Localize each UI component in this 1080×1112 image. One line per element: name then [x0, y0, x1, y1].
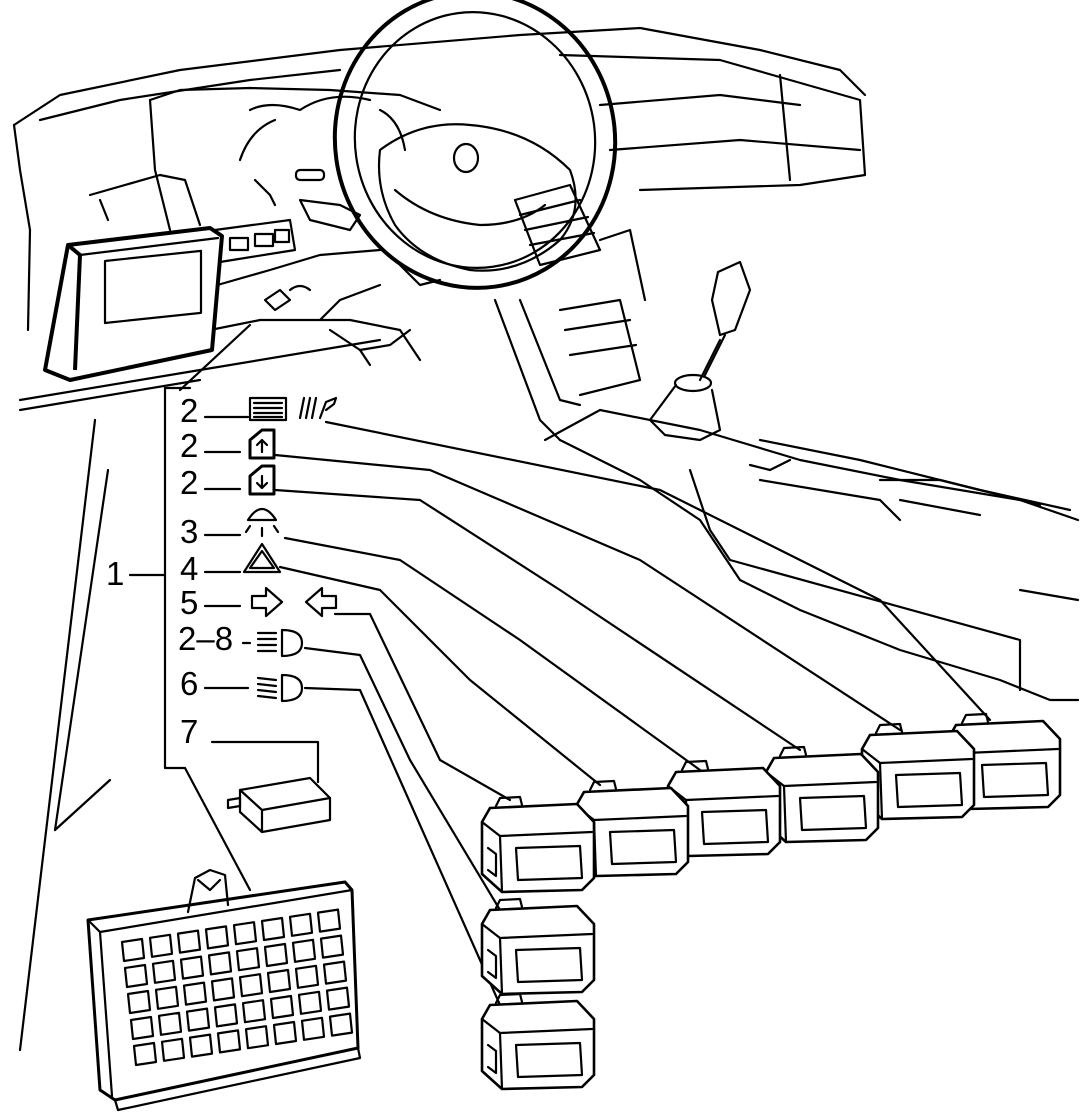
fuse-slot [132, 1041, 158, 1067]
callout-bracket [128, 386, 252, 892]
fuse-slot [154, 985, 180, 1010]
relays [480, 712, 1062, 1091]
fuse-slot [148, 933, 174, 958]
callout-7: 7 [180, 713, 198, 750]
fuse-slot [129, 1015, 155, 1041]
control-unit-module [43, 226, 224, 382]
callout-2-8: 2–8 [178, 620, 233, 657]
fuse-slot [160, 1037, 186, 1062]
fuse-slot [300, 1016, 326, 1041]
fuse-slot [266, 968, 292, 994]
low-beam-icon [256, 673, 304, 703]
high-beam-icon [256, 628, 304, 658]
fuse-slot [123, 963, 149, 989]
interior-light-icon [244, 507, 280, 538]
fuse-slot [291, 938, 317, 963]
power-window-down-icon [248, 464, 276, 496]
relay-7 [480, 897, 596, 996]
fuse-slot [263, 942, 289, 968]
dashboard-drawing [12, 26, 867, 412]
fuse-slot [157, 1011, 183, 1036]
turn-left-arrow-icon [304, 586, 338, 618]
fuse-slot [210, 977, 236, 1002]
callout-labels: 1 2 2 2 3 4 5 2–8 6 7 [106, 392, 252, 750]
fuse-slot [176, 929, 202, 954]
fuse-slot [213, 1003, 239, 1028]
fuse-slot [294, 964, 320, 989]
callout-2-window-down: 2 [180, 464, 198, 501]
fuse-slot [126, 989, 152, 1015]
fuse-slot [328, 1012, 354, 1037]
rear-window-heater-icon [248, 396, 288, 422]
fuse-slot [322, 960, 348, 985]
fuse-slot [182, 981, 208, 1006]
power-window-up-icon [248, 428, 276, 460]
fuse-slot [235, 947, 261, 972]
seat-heater-icon [298, 396, 338, 420]
fuse-slot [151, 959, 177, 984]
fuse-slot [241, 999, 267, 1024]
fuse-slot [204, 925, 230, 950]
callout-2-heaters: 2 [180, 392, 198, 429]
fuse-slot [272, 1020, 298, 1046]
fuse-slot [325, 986, 351, 1011]
callout-2-window-up: 2 [180, 427, 198, 464]
callout-3: 3 [180, 513, 198, 550]
fuse-slot [238, 973, 264, 998]
fuse-slot [269, 994, 295, 1020]
fuse-slot [316, 908, 342, 933]
fuse-slot [232, 921, 258, 946]
hazard-warning-icon [242, 542, 282, 574]
relay-6 [480, 795, 596, 894]
fuse-slot [244, 1025, 270, 1050]
fuse-relay-box [86, 868, 362, 1112]
fuse-slot [185, 1007, 211, 1032]
callout-1: 1 [106, 555, 124, 592]
fuse-slot [120, 937, 146, 963]
fuse-slot [188, 1033, 214, 1058]
function-symbols [242, 396, 338, 703]
turn-right-arrow-icon [250, 586, 284, 618]
fuse-grid [120, 908, 354, 1067]
blade-fuse [226, 776, 332, 834]
relay-leader-lines [210, 420, 992, 1007]
fuse-slot [179, 955, 205, 980]
fuse-slot [297, 990, 323, 1015]
steering-wheel [332, 0, 618, 290]
center-console [493, 228, 1080, 702]
fuse-slot [260, 916, 286, 942]
leader-lines-left [18, 323, 252, 1052]
callout-6: 6 [180, 665, 198, 702]
fuse-slot [288, 912, 314, 937]
relay-3 [764, 745, 880, 844]
callout-5: 5 [180, 584, 198, 621]
fuse-slot [207, 951, 233, 976]
callout-4: 4 [180, 550, 198, 587]
fuse-slot [216, 1029, 242, 1054]
relay-8 [480, 992, 596, 1091]
fuse-slot [319, 934, 345, 959]
